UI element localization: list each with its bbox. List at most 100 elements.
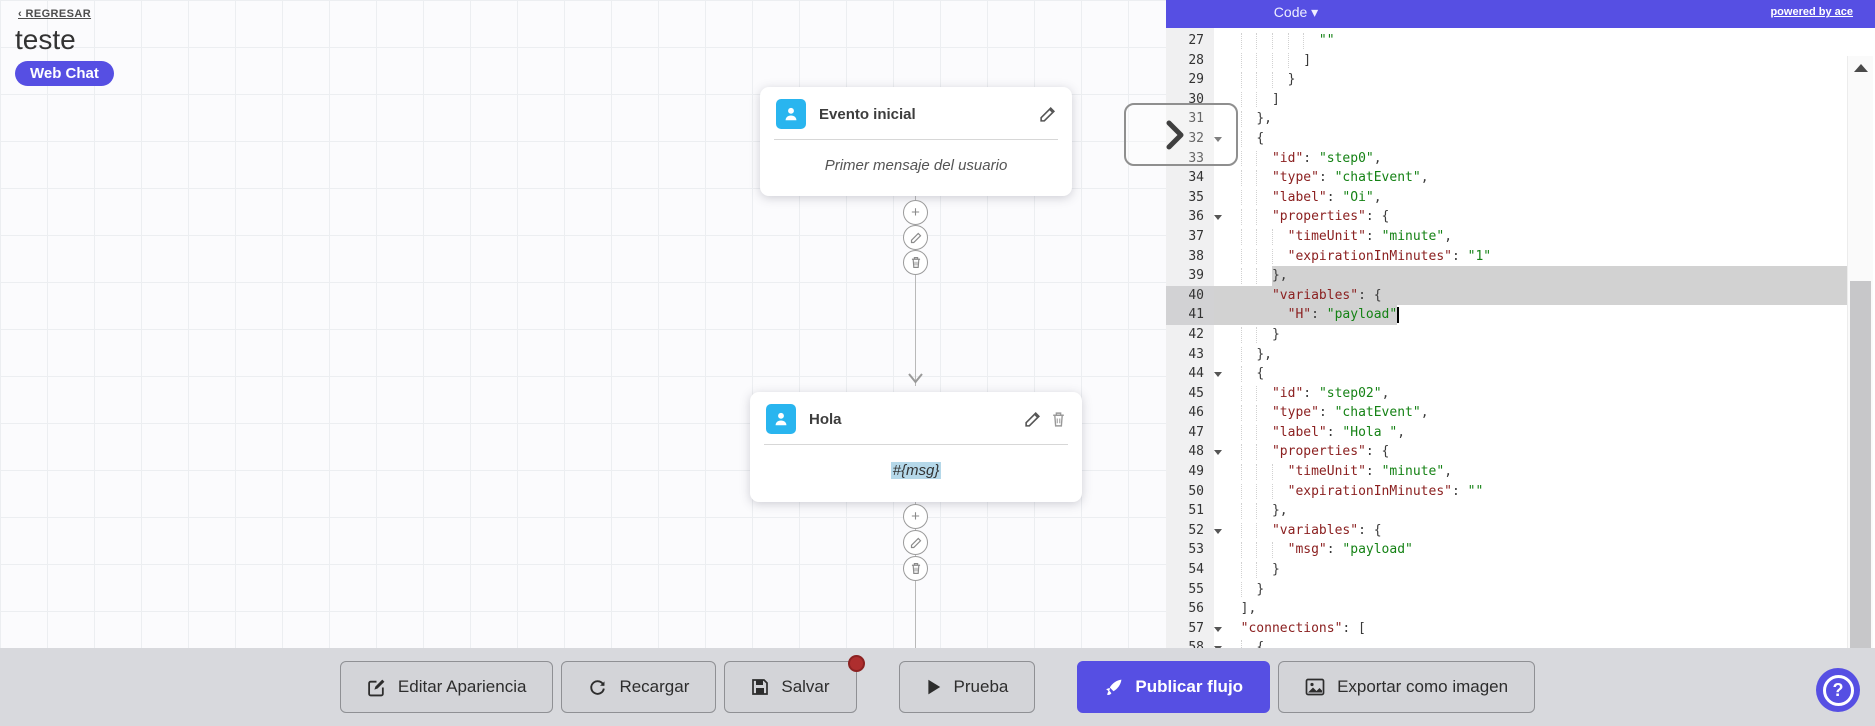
code-line[interactable]: 53 "msg": "payload" xyxy=(1166,540,1847,561)
trash-icon xyxy=(911,563,920,574)
code-line[interactable]: 58 { xyxy=(1166,638,1847,648)
fold-arrow-icon[interactable] xyxy=(1214,528,1222,534)
code-line[interactable]: 34 "type": "chatEvent", xyxy=(1166,168,1847,188)
code-line[interactable]: 37 "timeUnit": "minute", xyxy=(1166,226,1847,247)
selection-highlight xyxy=(1271,266,1847,286)
code-text: "timeUnit": "minute", xyxy=(1287,464,1453,480)
toolbar-button-save[interactable]: Salvar xyxy=(724,655,865,713)
code-line[interactable]: 28 ] xyxy=(1166,50,1847,71)
flow-canvas[interactable]: ‹ REGRESAR teste Web Chat Evento inicial… xyxy=(0,0,1166,648)
indent-guide xyxy=(1271,52,1273,69)
code-line[interactable]: 39 }, xyxy=(1166,266,1847,286)
line-number: 28 xyxy=(1166,50,1214,71)
node-body-text: #{msg} xyxy=(890,462,942,479)
code-line[interactable]: 55 } xyxy=(1166,579,1847,600)
code-line[interactable]: 29 } xyxy=(1166,70,1847,90)
code-line[interactable]: 31 }, xyxy=(1166,109,1847,129)
toolbar-button-label: Recargar xyxy=(619,677,690,696)
trash-icon[interactable] xyxy=(1051,411,1066,428)
indent-guide xyxy=(1240,111,1242,127)
line-number: 33 xyxy=(1166,148,1214,169)
indent-guide xyxy=(1256,464,1258,480)
scrollbar-thumb[interactable] xyxy=(1850,281,1871,648)
toolbar-button-label: Salvar xyxy=(781,677,830,696)
code-line[interactable]: 32 { xyxy=(1166,128,1847,149)
powered-by-ace-link[interactable]: powered by ace xyxy=(1770,6,1853,18)
line-number: 56 xyxy=(1166,599,1214,619)
code-line[interactable]: 30 ] xyxy=(1166,89,1847,110)
code-line[interactable]: 48 "properties": { xyxy=(1166,442,1847,463)
indent-guide xyxy=(1240,385,1242,402)
code-line[interactable]: 33 "id": "step0", xyxy=(1166,148,1847,169)
delete-step-button[interactable] xyxy=(903,556,928,581)
code-line[interactable]: 36 "properties": { xyxy=(1166,207,1847,227)
play-icon xyxy=(926,678,942,696)
code-text: }, xyxy=(1271,268,1288,284)
code-text: "properties": { xyxy=(1271,444,1390,460)
delete-step-button[interactable] xyxy=(903,250,928,275)
code-line[interactable]: 57 "connections": [ xyxy=(1166,618,1847,639)
editor-scrollbar[interactable] xyxy=(1847,56,1873,648)
code-line[interactable]: 52 "variables": { xyxy=(1166,520,1847,541)
toolbar-button-publish[interactable]: Publicar flujo xyxy=(1077,661,1271,713)
edit-step-button[interactable] xyxy=(903,530,928,555)
code-line[interactable]: 45 "id": "step02", xyxy=(1166,383,1847,404)
toolbar-button-export-image[interactable]: Exportar como imagen xyxy=(1278,661,1536,713)
edit-icon[interactable] xyxy=(1024,411,1041,428)
code-line[interactable]: 38 "expirationInMinutes": "1" xyxy=(1166,246,1847,267)
fold-arrow-icon[interactable] xyxy=(1214,626,1222,632)
code-line[interactable]: 51 }, xyxy=(1166,501,1847,521)
code-text: "connections": [ xyxy=(1240,620,1366,636)
indent-guide xyxy=(1256,228,1258,245)
indent-guide xyxy=(1256,33,1258,49)
editor-header: Code ▾ powered by ace xyxy=(1166,0,1875,28)
toolbar-button-test[interactable]: Prueba xyxy=(898,661,1036,713)
code-line[interactable]: 44 { xyxy=(1166,364,1847,384)
user-icon xyxy=(776,99,806,129)
node-hola[interactable]: Hola #{msg} xyxy=(750,392,1082,502)
refresh-icon xyxy=(588,678,607,697)
toolbar-button-reload[interactable]: Recargar xyxy=(561,661,717,713)
edit-icon[interactable] xyxy=(1039,106,1056,123)
code-line[interactable]: 56 ], xyxy=(1166,599,1847,619)
code-line[interactable]: 47 "label": "Hola ", xyxy=(1166,422,1847,443)
edit-step-button[interactable] xyxy=(903,225,928,250)
code-line[interactable]: 27 "" xyxy=(1166,31,1847,51)
fold-arrow-icon[interactable] xyxy=(1214,646,1222,648)
indent-guide xyxy=(1271,228,1273,245)
help-button[interactable]: ? xyxy=(1816,668,1860,712)
fold-arrow-icon[interactable] xyxy=(1214,372,1222,378)
code-text: }, xyxy=(1256,346,1272,362)
node-evento-inicial[interactable]: Evento inicial Primer mensaje del usuari… xyxy=(760,87,1072,196)
code-line[interactable]: 54 } xyxy=(1166,560,1847,580)
toolbar-button-edit-appearance[interactable]: Editar Apariencia xyxy=(339,661,554,713)
line-number: 42 xyxy=(1166,324,1214,345)
indent-guide xyxy=(1240,581,1242,598)
code-line[interactable]: 46 "type": "chatEvent", xyxy=(1166,403,1847,423)
indent-guide xyxy=(1256,483,1258,500)
code-mode-dropdown[interactable]: Code ▾ xyxy=(1273,4,1319,20)
code-editor[interactable]: 27 ""28 ]29 }30 ]31 },32 {33 "id": "step… xyxy=(1166,28,1875,648)
fold-arrow-icon[interactable] xyxy=(1214,136,1222,142)
add-step-button[interactable]: + xyxy=(903,200,928,225)
code-line[interactable]: 49 "timeUnit": "minute", xyxy=(1166,462,1847,482)
code-line[interactable]: 35 "label": "Oi", xyxy=(1166,187,1847,208)
indent-guide xyxy=(1240,503,1242,519)
code-line[interactable]: 43 }, xyxy=(1166,344,1847,365)
line-number: 49 xyxy=(1166,462,1214,482)
scroll-up-arrow-icon[interactable] xyxy=(1854,64,1868,72)
code-line[interactable]: 40 "variables": { xyxy=(1166,285,1847,306)
back-link[interactable]: ‹ REGRESAR xyxy=(18,8,92,20)
code-line[interactable]: 42 } xyxy=(1166,324,1847,345)
code-line[interactable]: 41 "H": "payload" xyxy=(1166,305,1847,325)
indent-guide xyxy=(1240,405,1242,421)
fold-arrow-icon[interactable] xyxy=(1214,450,1222,456)
code-text: { xyxy=(1256,366,1265,382)
line-number: 39 xyxy=(1166,266,1214,286)
code-text: "expirationInMinutes": "1" xyxy=(1287,248,1492,264)
code-line[interactable]: 50 "expirationInMinutes": "" xyxy=(1166,481,1847,502)
collapse-panel-button[interactable] xyxy=(1124,103,1238,166)
fold-arrow-icon[interactable] xyxy=(1214,215,1222,221)
add-step-button[interactable]: + xyxy=(903,504,928,529)
indent-guide xyxy=(1256,562,1258,578)
